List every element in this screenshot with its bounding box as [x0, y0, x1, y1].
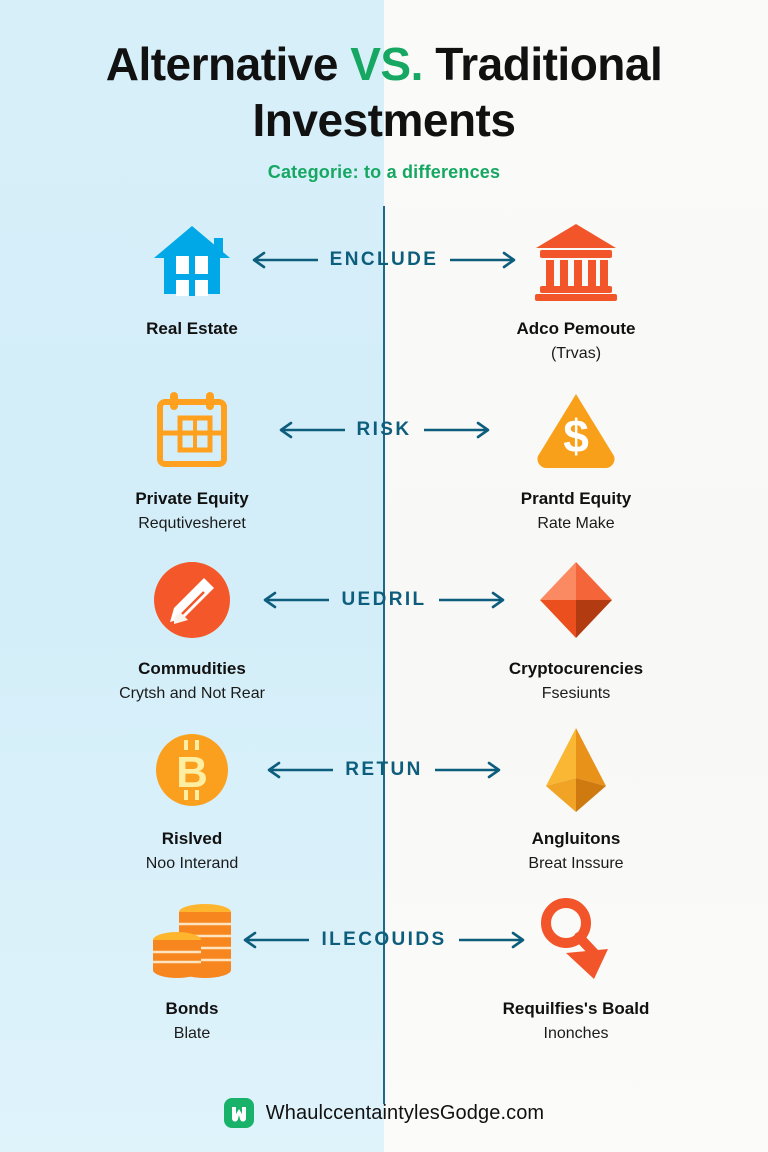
- title-vs-word: VS.: [350, 38, 423, 90]
- item-label: Private Equity: [135, 489, 249, 508]
- comparison-row: Private Equity Requtivesheret $ Prantd E…: [0, 376, 768, 546]
- page-title: Alternative VS. Traditional Investments: [0, 36, 768, 148]
- item-sublabel: Fsesiunts: [541, 685, 611, 702]
- title-right-word: Traditional: [435, 38, 663, 90]
- footer-website-text: WhaulccentaintylesGodge.com: [265, 1101, 545, 1124]
- row-right-item: $ Prantd Equity Rate Make: [384, 376, 768, 534]
- item-sublabel: (Trvas): [550, 345, 602, 362]
- item-label: Angluitons: [531, 829, 621, 848]
- row-right-item: Cryptocurencies Fsesiunts: [384, 546, 768, 704]
- bank-icon: [532, 214, 620, 306]
- item-sublabel: Blate: [173, 1025, 211, 1042]
- bitcoin-icon: B: [154, 724, 230, 816]
- dollar-triangle-icon: $: [534, 384, 618, 476]
- title-second-line: Investments: [252, 94, 516, 146]
- page-subtitle: Categorie: to a differences: [267, 162, 501, 182]
- item-label: Bonds: [165, 999, 219, 1018]
- calendar-icon: [152, 384, 232, 476]
- item-sublabel: Breat Inssure: [528, 855, 624, 872]
- ethereum-icon: [540, 724, 612, 816]
- item-sublabel: Crytsh and Not Rear: [119, 685, 265, 702]
- item-label: Requilfies's Boald: [502, 999, 650, 1018]
- item-sublabel: Noo Interand: [145, 855, 239, 872]
- header: Alternative VS. Traditional Investments …: [0, 36, 768, 183]
- item-label: Commudities: [138, 659, 246, 678]
- row-right-item: Angluitons Breat Inssure: [384, 716, 768, 874]
- row-left-item: Bonds Blate: [0, 886, 384, 1044]
- pencil-circle-icon: [152, 554, 232, 646]
- item-label: Prantd Equity: [520, 489, 632, 508]
- item-sublabel: Requtivesheret: [138, 515, 246, 532]
- item-sublabel: Inonches: [543, 1025, 609, 1042]
- svg-text:$: $: [563, 410, 589, 462]
- item-sublabel: Rate Make: [537, 515, 615, 532]
- item-label: Real Estate: [146, 319, 238, 338]
- footer: WhaulccentaintylesGodge.com: [0, 1098, 768, 1128]
- diamond-icon: [534, 554, 618, 646]
- item-label: Cryptocurencies: [508, 659, 644, 678]
- comparison-rows: Real Estate: [0, 206, 768, 1056]
- coin-stack-icon: [149, 894, 235, 986]
- item-label: Rislved: [161, 829, 223, 848]
- row-left-item: Real Estate: [0, 206, 384, 343]
- comparison-row: Bonds Blate Requilfies's Boald Inonches: [0, 886, 768, 1056]
- magnifier-arrow-icon: [536, 894, 616, 986]
- row-right-item: Requilfies's Boald Inonches: [384, 886, 768, 1044]
- row-right-item: Adco Pemoute (Trvas): [384, 206, 768, 364]
- center-divider-line: [383, 206, 385, 1104]
- row-left-item: B Rislved Noo Interand: [0, 716, 384, 874]
- comparison-row: B Rislved Noo Interand: [0, 716, 768, 886]
- comparison-row: Commudities Crytsh and Not Rear Cryptocu…: [0, 546, 768, 716]
- title-left-word: Alternative: [105, 38, 339, 90]
- house-icon: [150, 214, 234, 306]
- row-left-item: Private Equity Requtivesheret: [0, 376, 384, 534]
- item-label: Adco Pemoute: [516, 319, 636, 338]
- brand-logo-icon: [223, 1098, 254, 1128]
- row-left-item: Commudities Crytsh and Not Rear: [0, 546, 384, 704]
- comparison-row: Real Estate: [0, 206, 768, 376]
- svg-text:B: B: [176, 748, 208, 797]
